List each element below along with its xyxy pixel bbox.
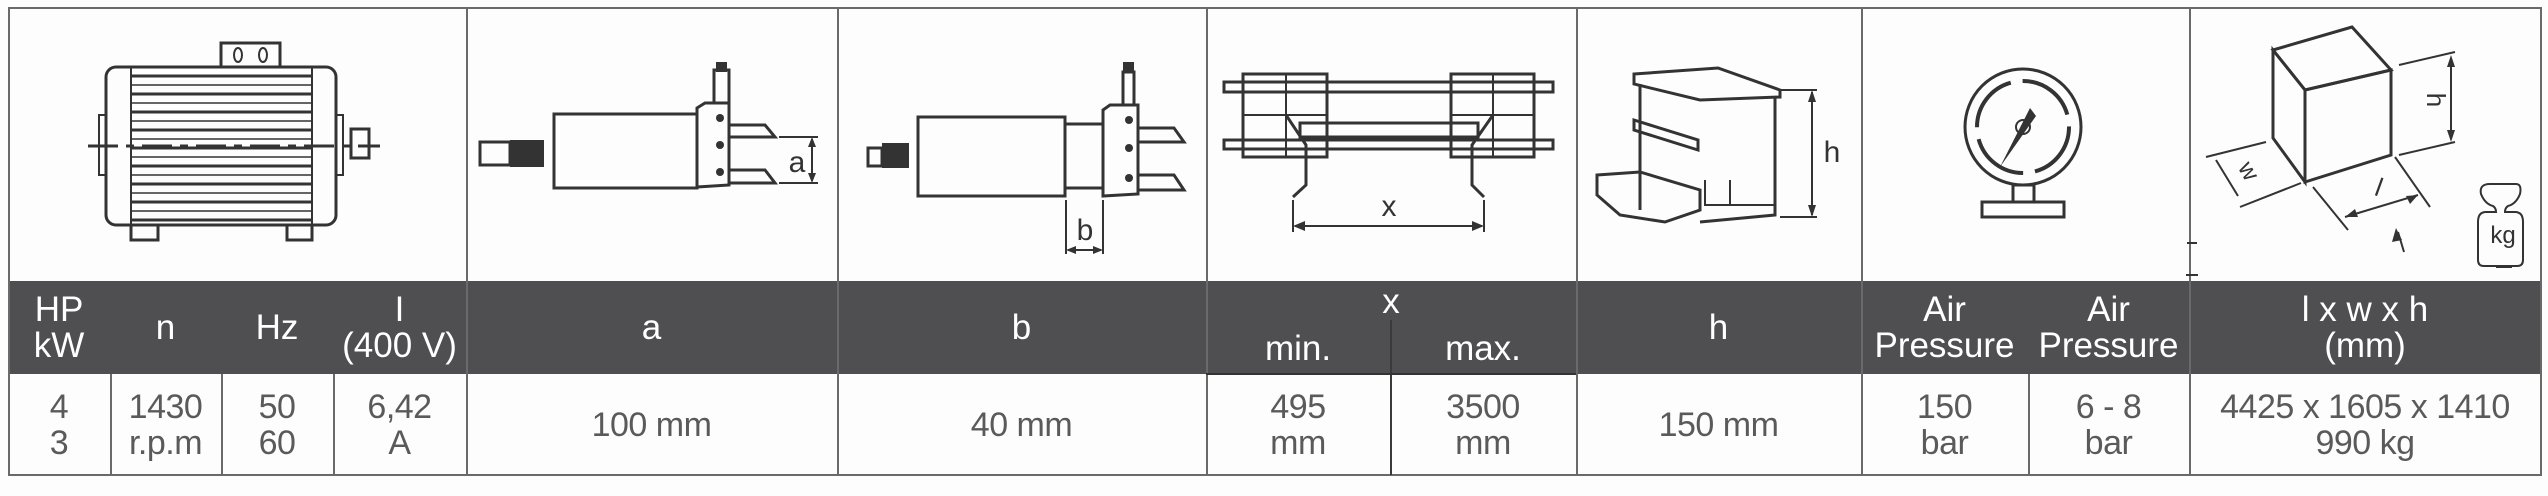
value-weight: 990 kg: [2315, 423, 2415, 462]
label-a: a: [789, 146, 806, 179]
value-air-2: 6 - 8: [2075, 387, 2142, 426]
cell-a: 100 mm: [466, 374, 837, 475]
header-pressure: Pressure: [1874, 325, 2015, 365]
label-box-l: l: [2371, 172, 2387, 202]
header-n: n: [110, 281, 221, 374]
header-x-min-label: min.: [1264, 328, 1332, 368]
header-hp: HP: [34, 289, 84, 329]
cell-b: 40 mm: [837, 374, 1206, 475]
dimensions-box-icon: h w l: [2186, 25, 2456, 276]
divider: [1206, 7, 1208, 476]
table-border-top: [8, 7, 2541, 9]
profile-height-icon: h: [1595, 66, 1841, 224]
divider: [110, 374, 112, 475]
header-b: b: [837, 281, 1206, 374]
header-current: I(400 V): [333, 281, 466, 374]
header-x: x: [1206, 281, 1576, 323]
divider: [221, 374, 223, 475]
divider: [8, 7, 10, 476]
label-x: x: [1382, 190, 1397, 223]
value-dimensions: 4425 x 1605 x 1410: [2220, 387, 2510, 426]
header-air: Air: [2087, 289, 2130, 329]
label-b: b: [1077, 214, 1094, 247]
header-dimensions: l x w x h(mm): [2189, 281, 2541, 374]
header-n-label: n: [155, 307, 176, 347]
divider: [1390, 320, 1392, 475]
header-h: h: [1576, 281, 1861, 374]
header-x-min: min.: [1206, 323, 1390, 374]
header-hz: Hz: [221, 281, 333, 374]
header-a-label: a: [641, 307, 662, 347]
value-n: 1430: [128, 387, 203, 426]
label-h: h: [1824, 136, 1841, 169]
divider: [837, 7, 839, 476]
x-span-icon: x: [1222, 72, 1555, 232]
divider: [1576, 7, 1578, 476]
header-h-label: h: [1708, 307, 1729, 347]
pressure-gauge-icon: [1963, 67, 2083, 219]
header-voltage: (400 V): [342, 325, 457, 365]
unit-ampere: A: [388, 423, 411, 462]
header-b-label: b: [1011, 307, 1032, 347]
divider: [466, 7, 468, 476]
table-border-bottom: [8, 474, 2541, 476]
label-kg: kg: [2490, 222, 2515, 249]
divider: [2028, 374, 2030, 475]
header-lwh: l x w x h: [2301, 289, 2429, 329]
header-a: a: [466, 281, 837, 374]
value-x-min: 495: [1270, 387, 1326, 426]
cylinder-a-dimension-icon: a: [478, 62, 818, 190]
weight-kg-icon: kg: [2477, 183, 2524, 268]
value-a: 100 mm: [591, 405, 712, 444]
divider: [2189, 7, 2191, 476]
value-hp: 4: [49, 387, 69, 426]
divider: [2540, 7, 2542, 476]
cell-h: 150 mm: [1576, 374, 1861, 475]
value-kw: 3: [49, 423, 69, 462]
electric-motor-icon: [88, 41, 380, 242]
divider: [1206, 373, 1576, 375]
header-air: Air: [1923, 289, 1966, 329]
label-box-h: h: [2421, 93, 2451, 107]
header-i: I: [394, 289, 405, 329]
value-current: 6,42: [367, 387, 432, 426]
cylinder-b-dimension-icon: b: [866, 62, 1187, 254]
label-box-w: w: [2232, 156, 2265, 186]
unit-mm: mm: [1270, 423, 1326, 462]
unit-mm: mm: [1455, 423, 1511, 462]
header-x-max-label: max.: [1445, 328, 1521, 368]
value-x-max: 3500: [1446, 387, 1520, 426]
value-hz-2: 60: [258, 423, 296, 462]
unit-bar: bar: [2084, 423, 2133, 462]
header-x-label: x: [1382, 282, 1400, 321]
value-air-1: 150: [1916, 387, 1973, 426]
header-hz-label: Hz: [255, 307, 299, 347]
unit-bar: bar: [1920, 423, 1969, 462]
value-b: 40 mm: [970, 405, 1073, 444]
unit-rpm: r.p.m: [128, 423, 203, 462]
header-mm: (mm): [2324, 325, 2406, 365]
value-h: 150 mm: [1658, 405, 1779, 444]
header-kw: kW: [33, 325, 85, 365]
header-row: [8, 281, 2541, 374]
divider: [1861, 7, 1863, 476]
header-x-max: max.: [1390, 323, 1576, 374]
header-pressure: Pressure: [2038, 325, 2179, 365]
divider: [333, 374, 335, 475]
value-hz-1: 50: [258, 387, 296, 426]
